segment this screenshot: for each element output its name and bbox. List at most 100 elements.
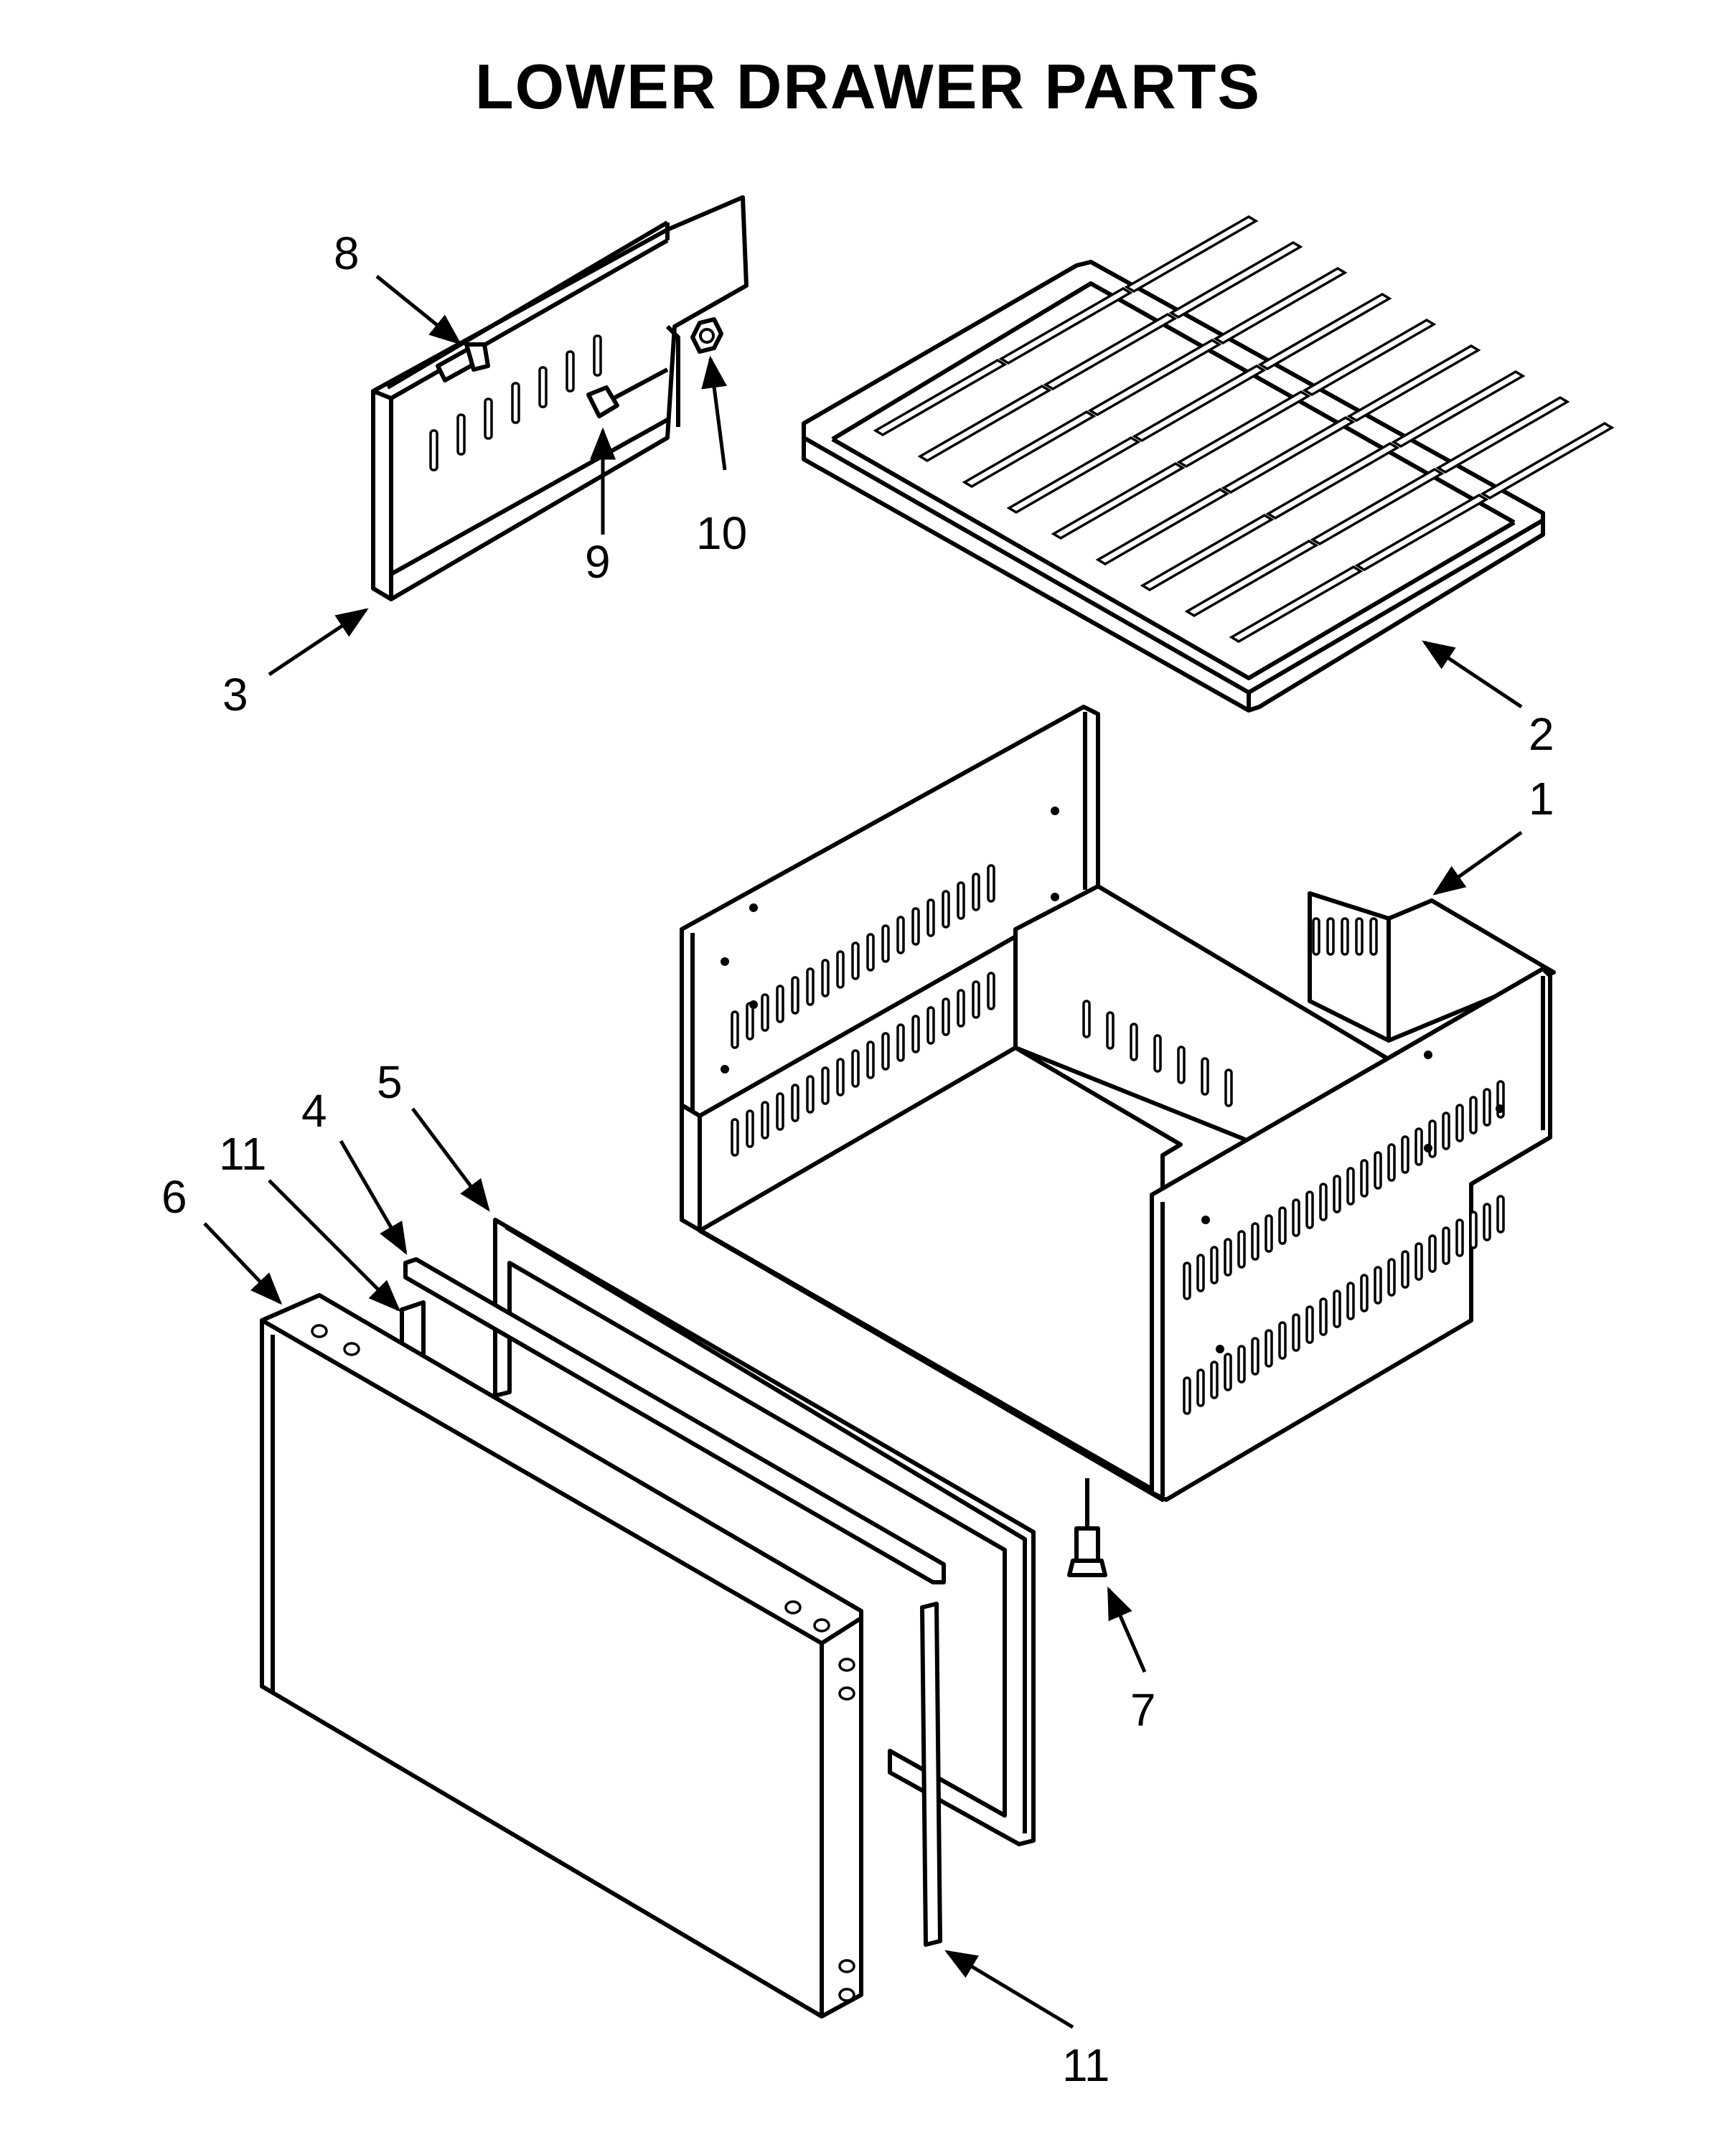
body-slot [1442, 1112, 1450, 1150]
body-slot [761, 993, 769, 1032]
body-hole [1051, 893, 1059, 901]
callout-4: 4 [301, 1085, 327, 1137]
body-slot [1360, 1274, 1369, 1312]
drawer-body-part-1 [680, 705, 1556, 1502]
leader-7 [1107, 1586, 1147, 1673]
bracket-slot [566, 350, 575, 393]
body-slot [791, 1084, 799, 1122]
body-slot [1251, 1337, 1259, 1376]
body-slot [821, 1066, 830, 1105]
body-slot [1401, 1135, 1409, 1174]
leader-11-right [944, 1950, 1074, 2029]
callout-11-right: 11 [1062, 2039, 1109, 2091]
bracket-slot [538, 366, 548, 408]
body-slot [866, 1040, 875, 1079]
body-slot [1210, 1246, 1219, 1284]
body-slot [1177, 1046, 1186, 1084]
callout-3: 3 [222, 669, 248, 720]
body-hole [749, 1000, 758, 1009]
body-slot [1374, 1151, 1382, 1190]
body-slot [1326, 917, 1335, 956]
tray-rib [1095, 487, 1230, 566]
body-slot [1483, 1203, 1491, 1241]
body-slot [1442, 1226, 1450, 1265]
body-slot [1333, 1289, 1341, 1328]
body-slot [1455, 1104, 1464, 1142]
body-slot [1333, 1175, 1341, 1213]
body-slot [972, 873, 980, 911]
body-slot [1278, 1206, 1287, 1245]
callout-2: 2 [1529, 708, 1554, 760]
leader-4 [339, 1140, 408, 1255]
body-slot [1183, 1262, 1191, 1300]
body-slot [896, 916, 905, 954]
body-hole [721, 957, 729, 966]
callout-5: 5 [377, 1056, 403, 1108]
bracket-slot [456, 413, 466, 456]
body-slot [866, 933, 875, 972]
body-slot [731, 1118, 739, 1157]
front-hole [838, 1686, 855, 1701]
tray-rib [1346, 344, 1481, 423]
screw-part-8 [436, 342, 490, 382]
front-hole [838, 1988, 855, 2002]
body-slot [1305, 1305, 1314, 1344]
body-slot [836, 1058, 845, 1096]
body-slot [1224, 1068, 1233, 1107]
front-hole [813, 1618, 830, 1632]
callout-7: 7 [1130, 1684, 1156, 1736]
bracket-slot [484, 398, 493, 440]
body-slot [1106, 1011, 1115, 1050]
callout-9: 9 [585, 536, 611, 588]
body-hole [1051, 807, 1059, 815]
screw-part-9 [586, 367, 669, 418]
bracket-slot [511, 382, 520, 424]
body-slot [776, 985, 784, 1023]
drawer-front-part-6 [260, 1293, 863, 2019]
tray-rib [1435, 395, 1570, 474]
body-slot [851, 941, 860, 980]
callout-1: 1 [1529, 773, 1554, 824]
body-slot [1319, 1183, 1328, 1221]
tray-rib [1354, 493, 1489, 572]
body-slot [1319, 1297, 1328, 1336]
body-slot [1201, 1057, 1209, 1096]
body-slot [881, 924, 890, 963]
body-slot [1196, 1254, 1205, 1292]
body-slot [1224, 1353, 1232, 1391]
body-slot [1183, 1376, 1191, 1415]
body-slot [1401, 1250, 1409, 1289]
body-slot [1496, 1195, 1505, 1234]
body-slot [926, 1006, 935, 1045]
body-slot [806, 967, 815, 1006]
body-slot [791, 976, 799, 1015]
tray-rib [1229, 565, 1364, 644]
front-hole [343, 1342, 360, 1356]
tray-rib [1391, 370, 1526, 448]
leader-6 [203, 1222, 283, 1305]
body-slot [1196, 1368, 1205, 1407]
leader-1 [1432, 830, 1523, 896]
callout-10: 10 [696, 507, 747, 559]
callout-11-left: 11 [219, 1128, 266, 1180]
body-slot [806, 1075, 815, 1114]
leader-arrows [203, 275, 1523, 2029]
front-hole [784, 1600, 802, 1615]
body-slot [1428, 1234, 1437, 1273]
body-slot [1292, 1198, 1300, 1237]
tray-rib [962, 410, 1097, 489]
body-slot [1360, 1159, 1369, 1198]
callout-8: 8 [334, 227, 360, 279]
tray-rib [1221, 415, 1356, 494]
body-slot [1237, 1345, 1246, 1383]
body-slot [1387, 1143, 1396, 1182]
leader-11-left [268, 1179, 401, 1312]
body-slot [1082, 1000, 1091, 1038]
bracket-slot [429, 429, 438, 471]
body-slot [851, 1049, 860, 1088]
body-slot [821, 959, 830, 997]
gasket-strip-part-4 [403, 1257, 946, 1584]
body-slot [761, 1101, 769, 1140]
front-hole [311, 1324, 328, 1338]
